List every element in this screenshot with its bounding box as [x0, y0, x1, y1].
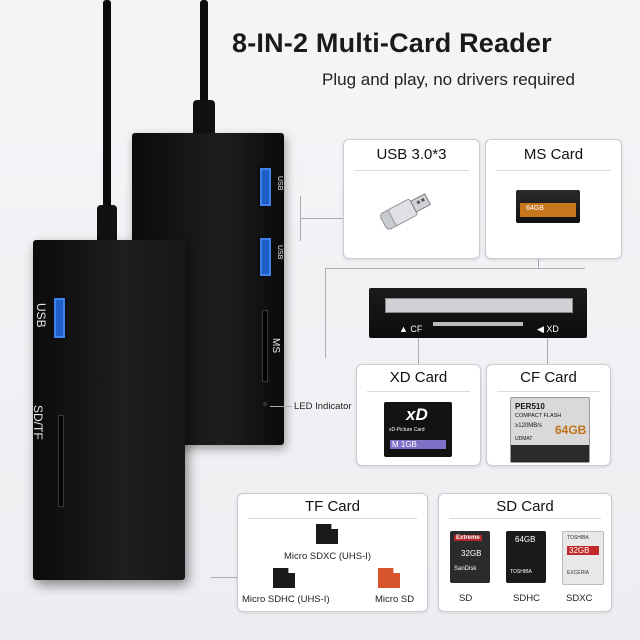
toshiba-sdhc-card-icon: 64GB TOSHIBA: [506, 531, 546, 583]
cf-card-bottom-stripe: [511, 445, 589, 462]
cf-panel-divider: [497, 391, 600, 392]
sd-panel: SD Card Extreme 32GB SanDisk SD 64GB TOS…: [438, 493, 612, 612]
toshiba-sdxc-card-icon: TOSHIBA 32GB EXCERIA: [562, 531, 604, 585]
sd-item-2: SDHC: [513, 593, 540, 604]
led-indicator: [263, 402, 267, 406]
sandisk-sd-card-icon: Extreme 32GB SanDisk: [450, 531, 490, 583]
sd-card1-top: Extreme: [454, 535, 482, 541]
sd-card2-capacity: 64GB: [515, 535, 536, 544]
ms-slot[interactable]: [262, 310, 268, 382]
usb-panel-title: USB 3.0*3: [376, 146, 447, 163]
sd-panel-title: SD Card: [496, 498, 554, 515]
connector-ms-v: [325, 268, 326, 358]
sd-card3-brand: TOSHIBA: [567, 535, 589, 541]
card-slot-strip: ▲ CF ◀ XD: [369, 288, 587, 338]
cable-strain-relief-left: [97, 205, 117, 245]
cf-slot-label: ▲ CF: [399, 324, 423, 334]
micro-sd-card-icon: [378, 568, 400, 588]
ms-card-text: 64GB: [526, 205, 544, 212]
xd-panel-divider: [367, 391, 470, 392]
tf-panel: TF Card Micro SDXC (UHS-I) Micro SDHC (U…: [237, 493, 428, 612]
connector-ms: [325, 268, 585, 269]
xd-card-subtitle: xD-Picture Card: [389, 427, 425, 433]
sd-item-3: SDXC: [566, 593, 593, 604]
ms-panel-divider: [496, 170, 611, 171]
sd-tf-slot[interactable]: [58, 415, 64, 507]
xd-slot-label: ◀ XD: [537, 324, 559, 334]
tf-item-2: Micro SDHC (UHS-I): [242, 594, 330, 605]
xd-panel-title: XD Card: [389, 369, 448, 386]
cf-panel-title: CF Card: [520, 369, 577, 386]
connector-cf: [547, 337, 548, 365]
cf-card-line1: COMPACT FLASH: [515, 413, 562, 419]
cf-panel: CF Card PER510 COMPACT FLASH ≥120MB/s 64…: [486, 364, 611, 466]
cf-card-model: PER510: [515, 402, 545, 411]
cable-strain-relief: [193, 100, 215, 140]
cf-card-capacity: 64GB: [555, 423, 587, 437]
connector-led: [270, 406, 292, 407]
xd-label-text: XD: [546, 324, 559, 334]
cf-card-icon: PER510 COMPACT FLASH ≥120MB/s 64GB UDMAT: [510, 397, 590, 463]
usb-panel-divider: [354, 170, 469, 171]
sdtf-label: SD/TF: [31, 405, 45, 440]
usb-port-1[interactable]: [258, 166, 273, 208]
usb-port-3[interactable]: [52, 296, 67, 340]
sd-item-1: SD: [459, 593, 473, 604]
sd-card1-capacity: 32GB: [461, 549, 482, 558]
led-indicator-label: LED Indicator: [294, 401, 352, 412]
cable-left: [103, 0, 111, 250]
connector-xd: [418, 337, 419, 365]
page-title: 8-IN-2 Multi-Card Reader: [232, 28, 552, 58]
sd-card3-sub: EXCERIA: [567, 570, 589, 576]
xd-card-capacity: M 1GB: [390, 440, 446, 449]
connector-usb-v: [300, 196, 301, 241]
connector-ms-down: [538, 257, 539, 269]
micro-sdxc-card-icon: [316, 524, 338, 544]
cf-card-brand: UDMAT: [515, 436, 533, 442]
sd-panel-divider: [449, 518, 601, 519]
tf-panel-title: TF Card: [304, 498, 360, 515]
connector-usb: [300, 218, 344, 219]
ms-slot-label: MS: [270, 338, 281, 353]
xd-card-icon: xD xD-Picture Card M 1GB: [384, 402, 452, 457]
micro-sdhc-card-icon: [273, 568, 295, 588]
xd-card-logo: xD: [406, 405, 428, 424]
cf-card-line2: ≥120MB/s: [515, 423, 542, 429]
sd-card1-brand: SanDisk: [454, 566, 477, 572]
ms-card-stripe: [520, 203, 576, 217]
sd-card2-brand: TOSHIBA: [510, 569, 532, 575]
tf-panel-divider: [248, 518, 417, 519]
usb-port-2[interactable]: [258, 236, 273, 278]
ms-panel-title: MS Card: [523, 146, 584, 163]
usb-label: USB: [34, 303, 48, 328]
usb-panel: USB 3.0*3: [343, 139, 480, 259]
cable-right: [200, 0, 208, 140]
usb-port-1-label: USB: [276, 176, 283, 191]
connector-tf-h: [211, 577, 239, 578]
device-reflection: [120, 240, 185, 580]
cf-label-text: CF: [410, 324, 423, 334]
sd-card3-capacity: 32GB: [567, 546, 599, 555]
xd-panel: XD Card xD xD-Picture Card M 1GB: [356, 364, 481, 466]
cf-slot[interactable]: [385, 298, 573, 313]
tf-item-1: Micro SDXC (UHS-I): [284, 551, 372, 562]
usb-flash-drive-icon: [374, 188, 436, 232]
page-subtitle: Plug and play, no drivers required: [322, 70, 575, 89]
memory-stick-card-icon: 64GB: [516, 190, 580, 223]
xd-slot[interactable]: [433, 322, 523, 326]
usb-port-2-label: USB: [276, 245, 283, 260]
tf-item-3: Micro SD: [375, 594, 415, 605]
ms-panel: MS Card 64GB: [485, 139, 622, 259]
